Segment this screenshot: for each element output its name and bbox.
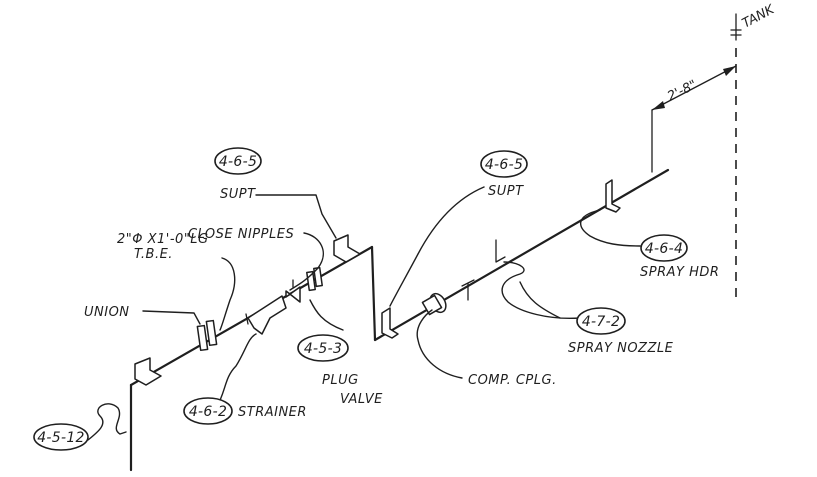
- callout-label-line2: VALVE: [340, 392, 383, 407]
- callout-spray-nozzle: 4-7-2 SPRAY NOZZLE: [568, 307, 674, 356]
- callout-supt-left: 4-6-5 SUPT: [214, 147, 262, 202]
- callout-label: SUPT: [220, 187, 256, 202]
- callout-ref: 4-6-5: [485, 157, 523, 173]
- compression-coupling-fitting: [421, 292, 447, 316]
- callout-spray-hdr: 4-6-4 SPRAY HDR: [640, 234, 719, 280]
- support-drop-bottom: [381, 307, 399, 339]
- tank-label: TANK: [740, 2, 778, 32]
- dimension-arrow-left: [652, 101, 665, 110]
- union-label: UNION: [84, 305, 130, 320]
- callout-ref: 4-6-2: [189, 404, 227, 420]
- nipple-spec-line2: T.B.E.: [134, 247, 173, 262]
- callout-strainer: 4-6-2 STRAINER: [183, 397, 307, 425]
- callout-ref: 4-5-3: [304, 341, 342, 357]
- union-fitting: [196, 319, 218, 352]
- callout-ref: 4-5-12: [37, 430, 85, 446]
- callout-supt-right: 4-6-5 SUPT: [480, 150, 528, 199]
- callout-label-line1: PLUG: [322, 373, 359, 388]
- dimension-value: 2'-8": [665, 78, 699, 105]
- callout-bubble: [297, 334, 349, 362]
- vertical-drop-pipe: [370, 245, 377, 342]
- support-upper-left: [333, 234, 361, 263]
- support-lower-left: [134, 357, 162, 386]
- callout-ref: 4-6-5: [219, 154, 257, 170]
- callout-bubble: [214, 147, 262, 175]
- callout-label: SPRAY NOZZLE: [568, 341, 674, 356]
- callout-riser: 4-5-12: [33, 423, 89, 451]
- callout-plug-valve: 4-5-3 PLUG VALVE: [297, 334, 383, 407]
- callout-label: STRAINER: [238, 405, 307, 420]
- leader-lines: [87, 186, 641, 441]
- spray-nozzle-fittings: [461, 239, 506, 301]
- callout-ref: 4-6-4: [645, 241, 683, 257]
- support-header-right: [605, 179, 621, 213]
- dimension-line: [651, 65, 737, 111]
- callout-bubble: [33, 423, 89, 451]
- dimension-arrow-right: [723, 66, 736, 76]
- strainer-fitting: [245, 295, 287, 335]
- callout-bubble: [576, 307, 626, 335]
- callout-bubble: [183, 397, 233, 425]
- spray-header-pipe: [373, 168, 670, 342]
- close-nipples-label: CLOSE NIPPLES: [188, 227, 294, 242]
- plug-valve-fitting: [285, 279, 301, 303]
- nipple-spec-line1: 2"Φ X1'-0"LG: [117, 232, 209, 247]
- comp-cplg-label: COMP. CPLG.: [468, 373, 557, 388]
- callout-bubble: [640, 234, 688, 262]
- callout-bubble: [480, 150, 528, 178]
- callout-label: SUPT: [488, 184, 524, 199]
- callout-ref: 4-7-2: [582, 314, 620, 330]
- callout-label: SPRAY HDR: [640, 265, 719, 280]
